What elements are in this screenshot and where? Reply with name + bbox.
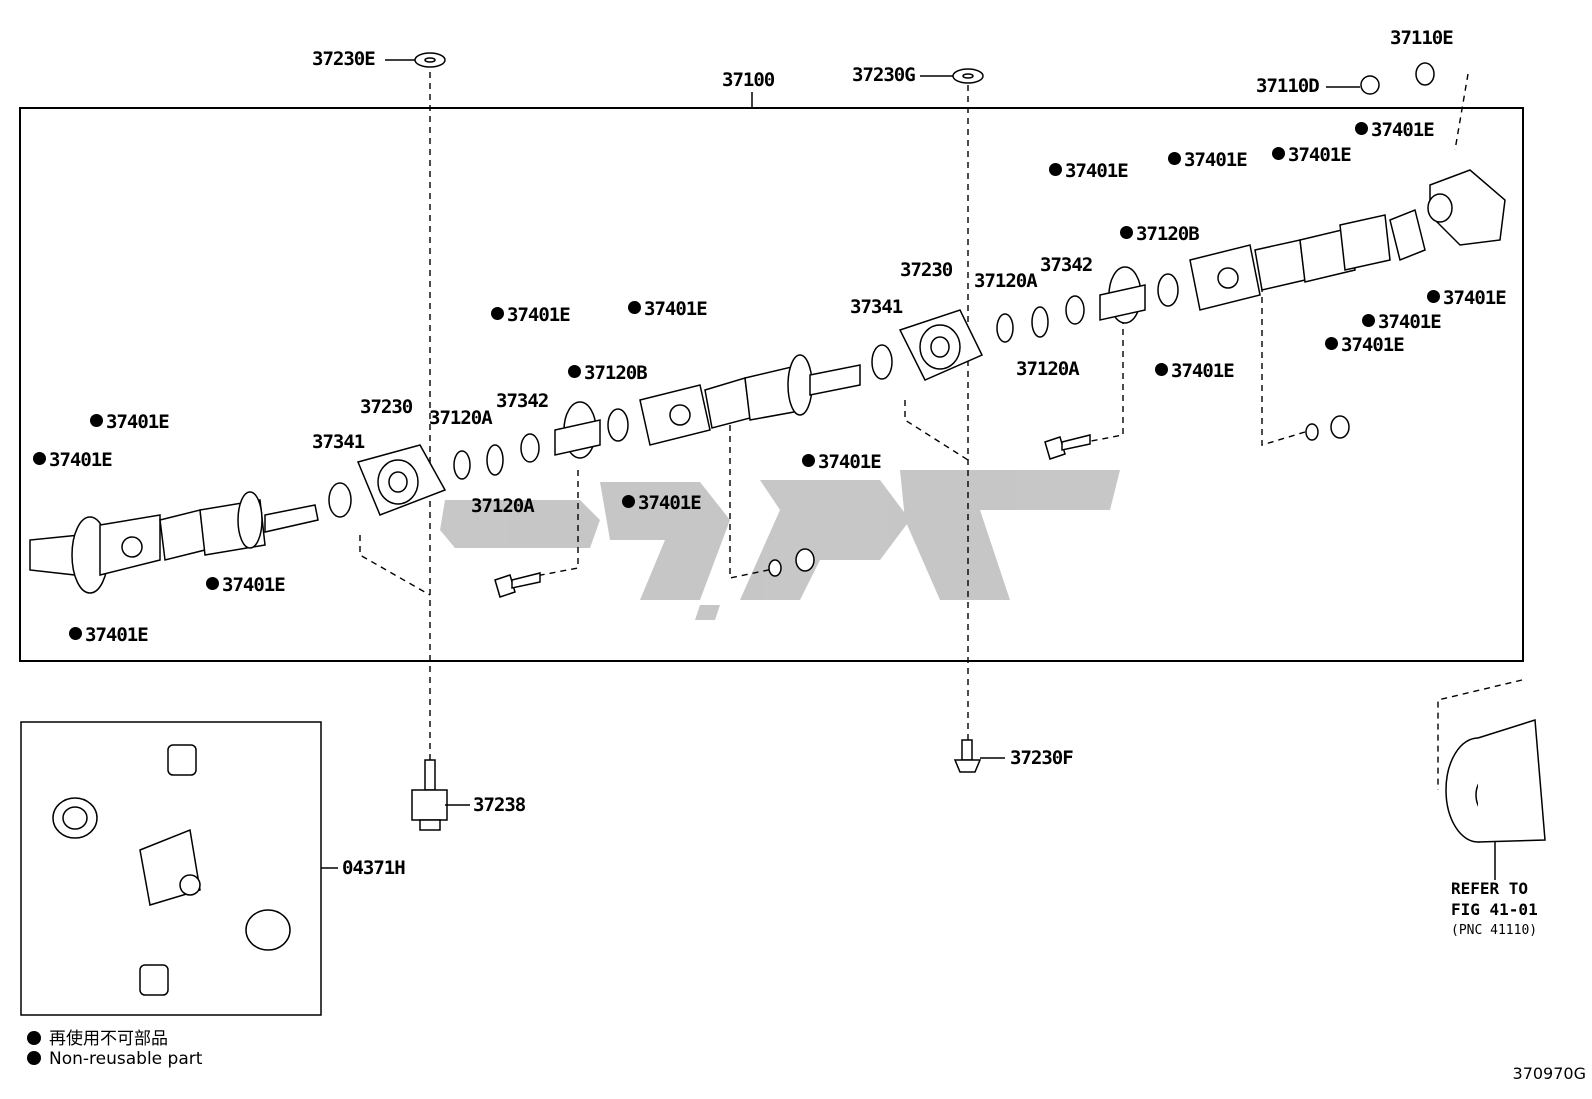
label-37342-2: 37342 (496, 390, 549, 412)
label-37120a-4: 37120A (471, 495, 535, 517)
label-37110e: 37110E (1390, 27, 1454, 49)
figure-id: 370970G (1512, 1064, 1586, 1083)
bolts (411, 434, 1091, 831)
legend-jp: 再使用不可部品 (27, 1024, 168, 1049)
non-reusable-dot (1272, 147, 1285, 160)
label-37401e-5: 37401E (1427, 289, 1507, 308)
label-37401e-14: 37401E (33, 451, 113, 470)
dashed-leaders (359, 72, 1523, 790)
non-reusable-dot (1427, 290, 1440, 303)
label-37401e-9: 37401E (628, 300, 708, 319)
non-reusable-dot (69, 627, 82, 640)
assembly-frame (19, 107, 1524, 662)
legend-en: Non-reusable part (27, 1049, 202, 1069)
label-37341-1: 37341 (850, 296, 903, 318)
spider-kit-parts (52, 744, 291, 996)
non-reusable-dot (1362, 314, 1375, 327)
label-37230-2: 37230 (360, 396, 413, 418)
reference-note: REFER TO FIG 41-01 (PNC 41110) (1451, 878, 1538, 941)
non-reusable-dot (628, 301, 641, 314)
non-reusable-dot (802, 454, 815, 467)
legend-dot (27, 1031, 41, 1045)
label-37342-1: 37342 (1040, 254, 1093, 276)
reference-line-1: REFER TO (1451, 879, 1529, 898)
non-reusable-dot (1168, 152, 1181, 165)
label-37120a-2: 37120A (1016, 358, 1080, 380)
reference-line-2: FIG 41-01 (1451, 900, 1538, 919)
label-37401e-15: 37401E (206, 576, 286, 595)
middle-shaft (554, 344, 893, 459)
reference-line-3: (PNC 41110) (1451, 923, 1538, 938)
non-reusable-dot (90, 414, 103, 427)
center-bearing-left (356, 433, 540, 516)
label-37401e-3: 37401E (1168, 151, 1248, 170)
non-reusable-dot (1155, 363, 1168, 376)
label-37120a-1: 37120A (974, 270, 1038, 292)
label-37230g: 37230G (852, 64, 916, 86)
label-37401e-7: 37401E (1325, 336, 1405, 355)
watermark-logo (440, 470, 1120, 620)
center-bearing-right (898, 295, 1085, 381)
label-37230-1: 37230 (900, 259, 953, 281)
non-reusable-dot (491, 307, 504, 320)
top-washers (414, 52, 984, 84)
label-37401e-10: 37401E (491, 306, 571, 325)
legend-dot (27, 1051, 41, 1065)
label-37238: 37238 (473, 794, 526, 816)
rear-shaft (768, 62, 1506, 577)
non-reusable-dot (568, 365, 581, 378)
label-37100: 37100 (722, 69, 775, 91)
label-37401e-4: 37401E (1049, 162, 1129, 181)
label-37401e-1: 37401E (1355, 121, 1435, 140)
label-37110d: 37110D (1256, 75, 1320, 97)
label-37401e-8: 37401E (1155, 362, 1235, 381)
front-shaft (29, 482, 352, 594)
label-leaders (385, 59, 1360, 806)
label-04371h: 04371H (342, 857, 406, 879)
non-reusable-dot (33, 452, 46, 465)
label-37120b-1: 37120B (1120, 225, 1200, 244)
label-37120a-3: 37120A (429, 407, 493, 429)
non-reusable-dot (1049, 163, 1062, 176)
label-37230f: 37230F (1010, 747, 1074, 769)
non-reusable-dot (206, 577, 219, 590)
label-37401e-12: 37401E (622, 494, 702, 513)
label-37341-2: 37341 (312, 431, 365, 453)
label-37120b-2: 37120B (568, 364, 648, 383)
label-37401e-2: 37401E (1272, 146, 1352, 165)
non-reusable-dot (1355, 122, 1368, 135)
differential-flange (1445, 719, 1546, 880)
label-37401e-13: 37401E (90, 413, 170, 432)
label-37230e: 37230E (312, 48, 376, 70)
non-reusable-dot (622, 495, 635, 508)
non-reusable-dot (1325, 337, 1338, 350)
label-37401e-6: 37401E (1362, 313, 1442, 332)
label-37401e-16: 37401E (69, 626, 149, 645)
label-37401e-11: 37401E (802, 453, 882, 472)
non-reusable-dot (1120, 226, 1133, 239)
